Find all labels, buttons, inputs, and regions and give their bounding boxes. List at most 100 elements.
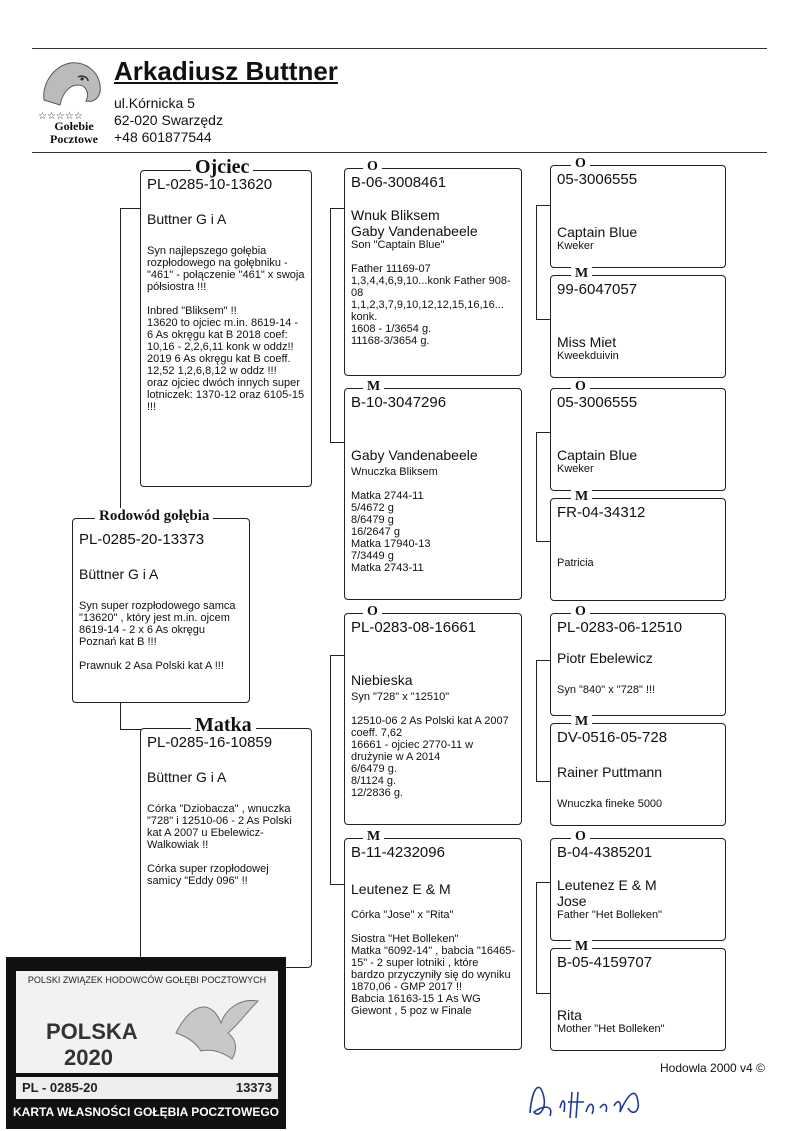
- fmf-ring: 05-3006555: [557, 394, 638, 411]
- ff-sub: Son "Captain Blue": [351, 239, 445, 251]
- pigeon-breeder: Büttner G i A: [79, 566, 159, 582]
- mm-box: M B-11-4232096 Leutenez E & M Córka "Jos…: [344, 829, 522, 1050]
- fmf-sub: Kweker: [557, 463, 594, 475]
- mother-breeder: Büttner G i A: [147, 769, 227, 785]
- ff-note: Father 11169-07 1,3,4,4,6,9,10...konk Fa…: [351, 263, 511, 347]
- fm-ring: B-10-3047296: [351, 394, 447, 411]
- fmm-box: M FR-04-34312 Patricia: [550, 489, 726, 601]
- ff-ring: B-06-3008461: [351, 174, 447, 191]
- fmm-ring: FR-04-34312: [557, 504, 646, 521]
- header-top-rule: [32, 48, 767, 49]
- ff-name1: Wnuk Bliksem: [351, 207, 440, 223]
- father-box: Ojciec PL-0285-10-13620 Buttner G i A Sy…: [140, 156, 312, 487]
- ff-label: O: [363, 159, 382, 175]
- pigeon-note: Syn super rozpłodowego samca "13620" , k…: [79, 600, 236, 672]
- father-ring: PL-0285-10-13620: [147, 176, 273, 193]
- card-panel: POLSKI ZWIĄZEK HODOWCÓW GOŁĘBI POCZTOWYC…: [16, 971, 278, 1073]
- connector-pigeon-parents: [120, 208, 142, 730]
- father-breeder: Buttner G i A: [147, 211, 227, 227]
- mm-name1: Leutenez E & M: [351, 881, 451, 897]
- logo-text: Gołebie Pocztowe: [50, 119, 98, 146]
- connector-mf-parents: [536, 660, 552, 782]
- fm-label: M: [363, 379, 385, 395]
- mother-ring: PL-0285-16-10859: [147, 734, 273, 751]
- mff-ring: PL-0283-06-12510: [557, 619, 683, 636]
- mmf-name2: Jose: [557, 893, 587, 909]
- mmf-sub: Father "Het Bolleken": [557, 909, 663, 921]
- mf-label: O: [363, 604, 382, 620]
- mm-ring: B-11-4232096: [351, 844, 445, 861]
- mmf-label: O: [571, 829, 590, 845]
- mfm-label: M: [571, 714, 593, 730]
- mmf-box: O B-04-4385201 Leutenez E & M Jose Fathe…: [550, 829, 726, 941]
- owner-city: 62-020 Swarzędz: [114, 112, 223, 128]
- mother-note: Córka "Dziobacza" , wnuczka "728" i 1251…: [147, 803, 292, 887]
- fm-box: M B-10-3047296 Gaby Vandenabeele Wnuczka…: [344, 379, 522, 600]
- owner-name: Arkadiusz Buttner: [114, 56, 338, 86]
- mf-name1: Niebieska: [351, 672, 413, 688]
- header-bottom-rule: [32, 152, 767, 153]
- svg-text:☆☆☆☆☆: ☆☆☆☆☆: [38, 111, 83, 122]
- mf-ring: PL-0283-08-16661: [351, 619, 477, 636]
- fm-note: Matka 2744-11 5/4672 g 8/6479 g 16/2647 …: [351, 490, 431, 574]
- fff-name: Captain Blue: [557, 224, 638, 240]
- mmf-ring: B-04-4385201: [557, 844, 653, 861]
- mff-box: O PL-0283-06-12510 Piotr Ebelewicz Syn "…: [550, 604, 726, 716]
- mmf-name: Leutenez E & M: [557, 877, 657, 893]
- pigeon-label: Rodowód gołębia: [95, 508, 214, 525]
- fmf-box: O 05-3006555 Captain Blue Kweker: [550, 379, 726, 491]
- fff-ring: 05-3006555: [557, 171, 638, 188]
- mf-note: 12510-06 2 As Polski kat A 2007 coeff. 7…: [351, 715, 509, 799]
- connector-mm-parents: [536, 882, 552, 994]
- fm-sub: Wnuczka Bliksem: [351, 466, 438, 478]
- card-ring-number: PL - 0285-20 13373: [16, 1077, 278, 1099]
- ffm-box: M 99-6047057 Miss Miet Kweekduivin: [550, 266, 726, 378]
- mother-label: Matka: [191, 714, 256, 737]
- ownership-card: POLSKI ZWIĄZEK HODOWCÓW GOŁĘBI POCZTOWYC…: [6, 957, 286, 1129]
- ffm-name: Miss Miet: [557, 334, 617, 350]
- card-country: POLSKA: [46, 1019, 138, 1044]
- father-note: Syn najlepszego gołębia rozpłodowego na …: [147, 245, 305, 413]
- card-header: POLSKI ZWIĄZEK HODOWCÓW GOŁĘBI POCZTOWYC…: [27, 975, 267, 985]
- card-year: 2020: [64, 1045, 113, 1070]
- fff-label: O: [571, 156, 590, 172]
- ff-box: O B-06-3008461 Wnuk Bliksem Gaby Vandena…: [344, 159, 522, 376]
- signature-icon: [529, 1086, 640, 1119]
- mfm-name: Rainer Puttmann: [557, 764, 663, 780]
- fff-sub: Kweker: [557, 240, 594, 252]
- fff-box: O 05-3006555 Captain Blue Kweker: [550, 156, 726, 268]
- fm-name1: Gaby Vandenabeele: [351, 447, 478, 463]
- fmf-label: O: [571, 379, 590, 395]
- owner-phone: +48 601877544: [114, 129, 212, 145]
- connector-mother-grandparents: [330, 655, 345, 885]
- fmm-label: M: [571, 489, 593, 505]
- pigeon-ring: PL-0285-20-13373: [79, 531, 205, 548]
- mff-sub: Syn "840" x "728" !!!: [557, 684, 656, 696]
- ffm-label: M: [571, 266, 593, 282]
- flying-pigeon-icon: [175, 999, 260, 1060]
- mm-note: Siostra "Het Bolleken" Matka "6092-14" ,…: [351, 933, 515, 1017]
- fmf-name: Captain Blue: [557, 447, 638, 463]
- mother-box: Matka PL-0285-16-10859 Büttner G i A Cór…: [140, 714, 312, 968]
- father-label: Ojciec: [191, 156, 254, 179]
- mf-box: O PL-0283-08-16661 Niebieska Syn "728" x…: [344, 604, 522, 825]
- mf-sub: Syn "728" x "12510": [351, 691, 450, 703]
- mmm-sub: Mother "Het Bolleken": [557, 1023, 665, 1035]
- pigeon-box: Rodowód gołębia PL-0285-20-13373 Büttner…: [72, 508, 250, 703]
- card-footer: KARTA WŁASNOŚCI GOŁĘBIA POCZTOWEGO: [13, 1105, 279, 1119]
- mmm-box: M B-05-4159707 Rita Mother "Het Bolleken…: [550, 939, 726, 1051]
- connector-ff-parents: [536, 205, 552, 320]
- mfm-box: M DV-0516-05-728 Rainer Puttmann Wnuczka…: [550, 714, 726, 826]
- mmm-label: M: [571, 939, 593, 955]
- owner-street: ul.Kórnicka 5: [114, 95, 195, 111]
- ff-name2: Gaby Vandenabeele: [351, 223, 478, 239]
- mfm-sub: Wnuczka fineke 5000: [557, 798, 663, 810]
- mff-label: O: [571, 604, 590, 620]
- connector-fm-parents: [536, 432, 552, 542]
- ffm-ring: 99-6047057: [557, 281, 638, 298]
- pigeon-logo-icon: ☆☆☆☆☆: [38, 62, 101, 122]
- connector-father-grandparents: [330, 208, 345, 443]
- mff-name: Piotr Ebelewicz: [557, 650, 653, 666]
- mm-sub: Córka "Jose" x "Rita": [351, 909, 454, 921]
- mmm-name: Rita: [557, 1007, 582, 1023]
